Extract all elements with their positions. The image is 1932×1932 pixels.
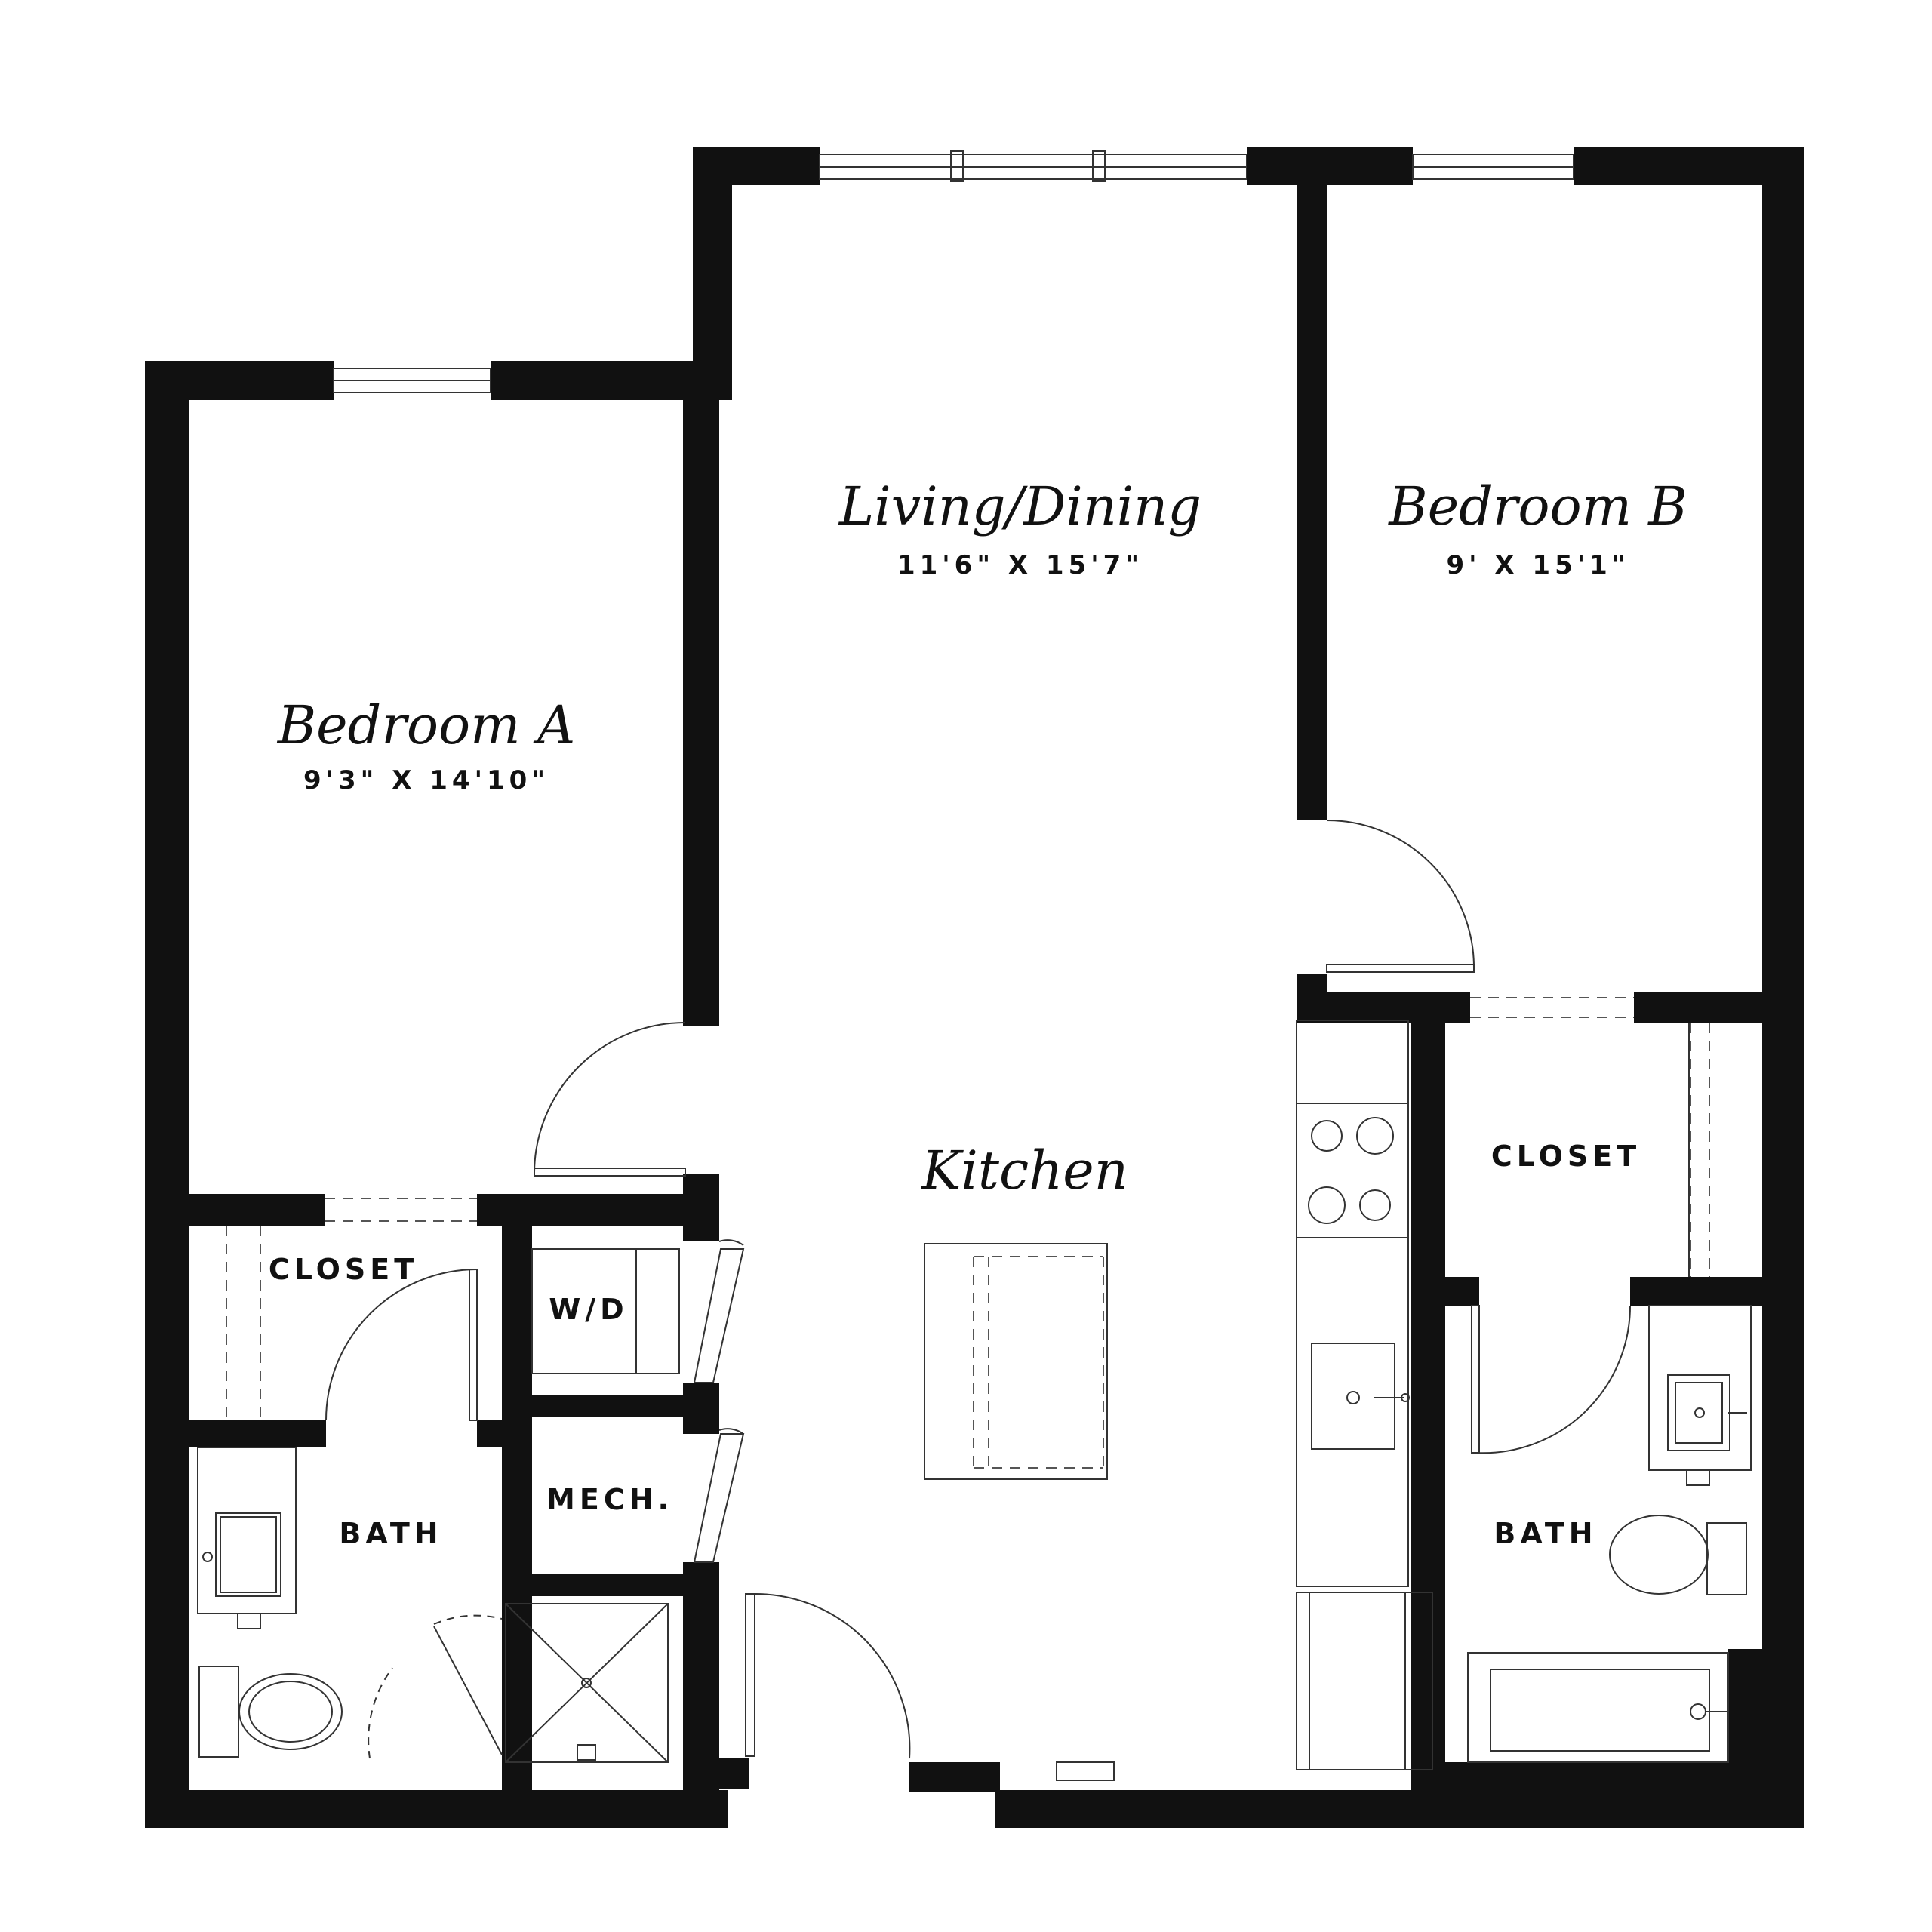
kitchen-fixtures <box>924 1020 1433 1770</box>
interior-walls <box>189 185 1770 1795</box>
bath-b-label: BATH <box>1494 1517 1597 1550</box>
bath-a-label: BATH <box>339 1517 442 1550</box>
bedroom-a-name: Bedroom A <box>276 694 576 756</box>
wd-label: W/D <box>549 1293 628 1326</box>
bedroom-b-name: Bedroom B <box>1387 475 1687 537</box>
windows <box>333 150 1574 1781</box>
living-dining-dims: 11'6" X 15'7" <box>897 550 1143 580</box>
doors <box>325 820 1632 1759</box>
mech-label: MECH. <box>546 1483 673 1516</box>
living-dining-name: Living/Dining <box>838 475 1201 537</box>
right-bath-fixtures <box>1467 1305 1752 1763</box>
kitchen-name: Kitchen <box>920 1140 1128 1201</box>
left-utility-fixtures <box>197 1248 680 1763</box>
bedroom-b-dims: 9' X 15'1" <box>1446 550 1629 580</box>
exterior-walls <box>145 147 1804 1828</box>
closet-a-label: CLOSET <box>269 1253 418 1286</box>
openings <box>226 997 1710 1420</box>
bedroom-a-dims: 9'3" X 14'10" <box>303 765 549 795</box>
closet-b-label: CLOSET <box>1491 1140 1641 1173</box>
